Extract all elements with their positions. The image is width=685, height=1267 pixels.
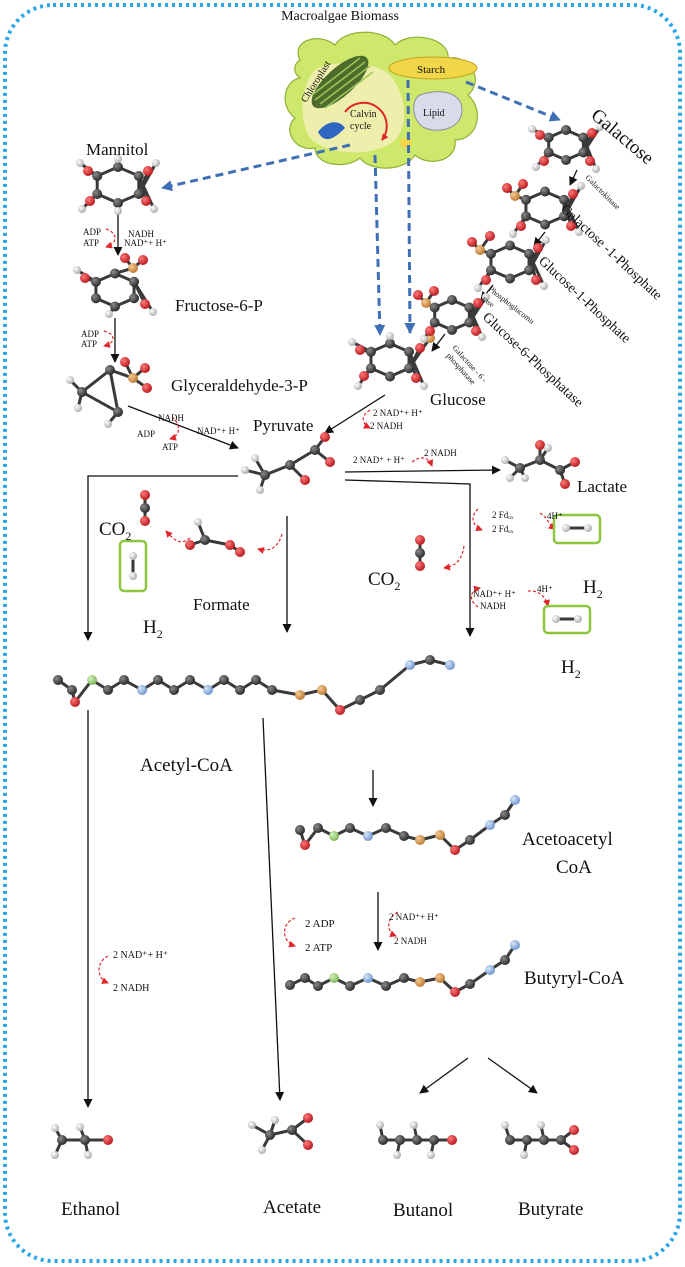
acetate-atp: 2 ATP <box>305 942 332 954</box>
h4-bottom: 4H⁺ <box>537 584 553 594</box>
glc6p-molecule <box>413 286 490 343</box>
co2-left-label: CO2 <box>99 519 131 543</box>
h2-bottom-molecule <box>552 615 582 623</box>
mannitol-molecule <box>76 155 160 215</box>
butyrate-molecule <box>501 1121 579 1159</box>
calvin-label-1: Calvin <box>350 109 377 120</box>
g3p-molecule <box>66 357 152 428</box>
glucose-nadh: 2 NADH <box>370 421 403 431</box>
butyryl-nadh: 2 NADH <box>394 936 427 946</box>
acetate-adp: 2 ADP <box>305 918 335 930</box>
h2-right-label: H2 <box>561 657 581 681</box>
butanol-molecule <box>376 1121 457 1159</box>
pathway-arrows <box>83 169 578 1108</box>
nadh: NADH <box>480 601 506 611</box>
lactate-molecule <box>501 440 580 489</box>
gas-labels: CO2 CO2 H2 H2 H2 <box>99 519 603 681</box>
h4-top: 4H⁺ <box>547 511 563 521</box>
co2-mid-label: CO2 <box>368 569 400 593</box>
lipid-label: Lipid <box>423 108 445 119</box>
h2-right-top-label: H2 <box>583 577 603 601</box>
cofactor-labels: ADP ATP NADH NAD⁺+ H⁺ ADP ATP NADH ADP N… <box>81 227 563 994</box>
glucose-label: Glucose <box>430 390 486 409</box>
fructose-atp: ATP <box>81 339 97 349</box>
acetoacetyl-label-1: Acetoacetyl <box>522 829 613 850</box>
fd-red: 2 Fdₒₓ <box>492 524 514 534</box>
g3p-atp: ATP <box>162 442 178 452</box>
acetoacetylcoa-molecule <box>295 795 520 855</box>
glucose-molecule <box>348 332 435 390</box>
formate-molecule <box>185 518 245 557</box>
macroalgae-cell: Chloroplast Starch Calvin cycle Lipid <box>284 31 478 169</box>
calvin-label-2: cycle <box>350 121 372 132</box>
glc6p-label: Glucose-6-Phosphatase <box>479 310 585 411</box>
lactate-nadh: 2 NADH <box>424 448 457 458</box>
g3p-label: Glyceraldehyde-3-P <box>171 376 308 395</box>
lactate-label: Lactate <box>577 477 627 496</box>
acetate-molecule <box>248 1113 313 1154</box>
g3p-nadh: NADH <box>158 413 184 423</box>
mannitol-label: Mannitol <box>86 140 149 159</box>
fructose-adp: ADP <box>81 329 99 339</box>
galactose-molecule <box>528 123 604 173</box>
ethanol-nadh: 2 NADH <box>113 983 149 994</box>
acetoacetyl-label-2: CoA <box>556 857 592 878</box>
calvin-cycle-icon <box>344 101 389 141</box>
mannitol-adp: ADP <box>83 227 101 237</box>
fructose6p-molecule <box>73 253 157 318</box>
ethanol-label: Ethanol <box>61 1199 120 1220</box>
lipid-droplet <box>413 91 463 131</box>
h2-top-molecule <box>562 524 592 532</box>
molecule-models <box>51 123 604 1159</box>
butyrylcoa-molecule <box>285 940 520 997</box>
chloroplast-shape <box>311 55 374 109</box>
galactose-label: Galactose <box>587 105 658 169</box>
acetylcoa-label: Acetyl-CoA <box>140 755 233 776</box>
starch-granule <box>388 56 478 80</box>
diagram-title: Macroalgae Biomass <box>281 9 399 24</box>
co2-mid-molecule <box>415 535 425 571</box>
galactokinase-label: Galactokinase <box>584 173 623 212</box>
gal1p-molecule <box>502 179 585 238</box>
pyruvate-molecule <box>241 432 335 494</box>
g3p-nad: NAD⁺+ H⁺ <box>197 426 240 436</box>
mannitol-atp: ATP <box>83 238 99 248</box>
nad-h: NAD⁺+ H⁺ <box>473 589 516 599</box>
h2-left-molecule <box>129 552 137 580</box>
cofactor-arrows <box>98 228 556 984</box>
acetate-label: Acetate <box>263 1197 321 1218</box>
fructose6p-label: Fructose-6-P <box>175 296 263 315</box>
g3p-adp: ADP <box>137 429 155 439</box>
butyrate-label: Butyrate <box>518 1199 583 1220</box>
fd-ox: 2 Fdₒₓ <box>492 510 514 520</box>
dashed-arrows <box>161 79 561 336</box>
butyrylcoa-label: Butyryl-CoA <box>524 968 625 989</box>
h2-left-label: H2 <box>143 617 163 641</box>
outer-border <box>3 3 682 1263</box>
mannitol-nad: NAD⁺+ H⁺ <box>124 238 167 248</box>
acetylcoa-molecule <box>53 655 455 715</box>
lactate-nad: 2 NAD⁺ + H⁺ <box>353 455 405 465</box>
ethanol-nad: 2 NAD⁺+ H⁺ <box>113 950 168 961</box>
ethanol-molecule <box>51 1123 113 1159</box>
starch-label: Starch <box>417 64 446 76</box>
butyryl-nad: 2 NAD⁺+ H⁺ <box>389 912 439 922</box>
co2-left-molecule <box>140 490 150 526</box>
glucose-nad: 2 NAD⁺+ H⁺ <box>373 408 423 418</box>
mannitol-nadh: NADH <box>128 229 154 239</box>
formate-label: Formate <box>193 595 250 614</box>
pyruvate-label: Pyruvate <box>253 416 313 435</box>
butanol-label: Butanol <box>393 1200 453 1221</box>
glc1p-molecule <box>467 231 550 292</box>
